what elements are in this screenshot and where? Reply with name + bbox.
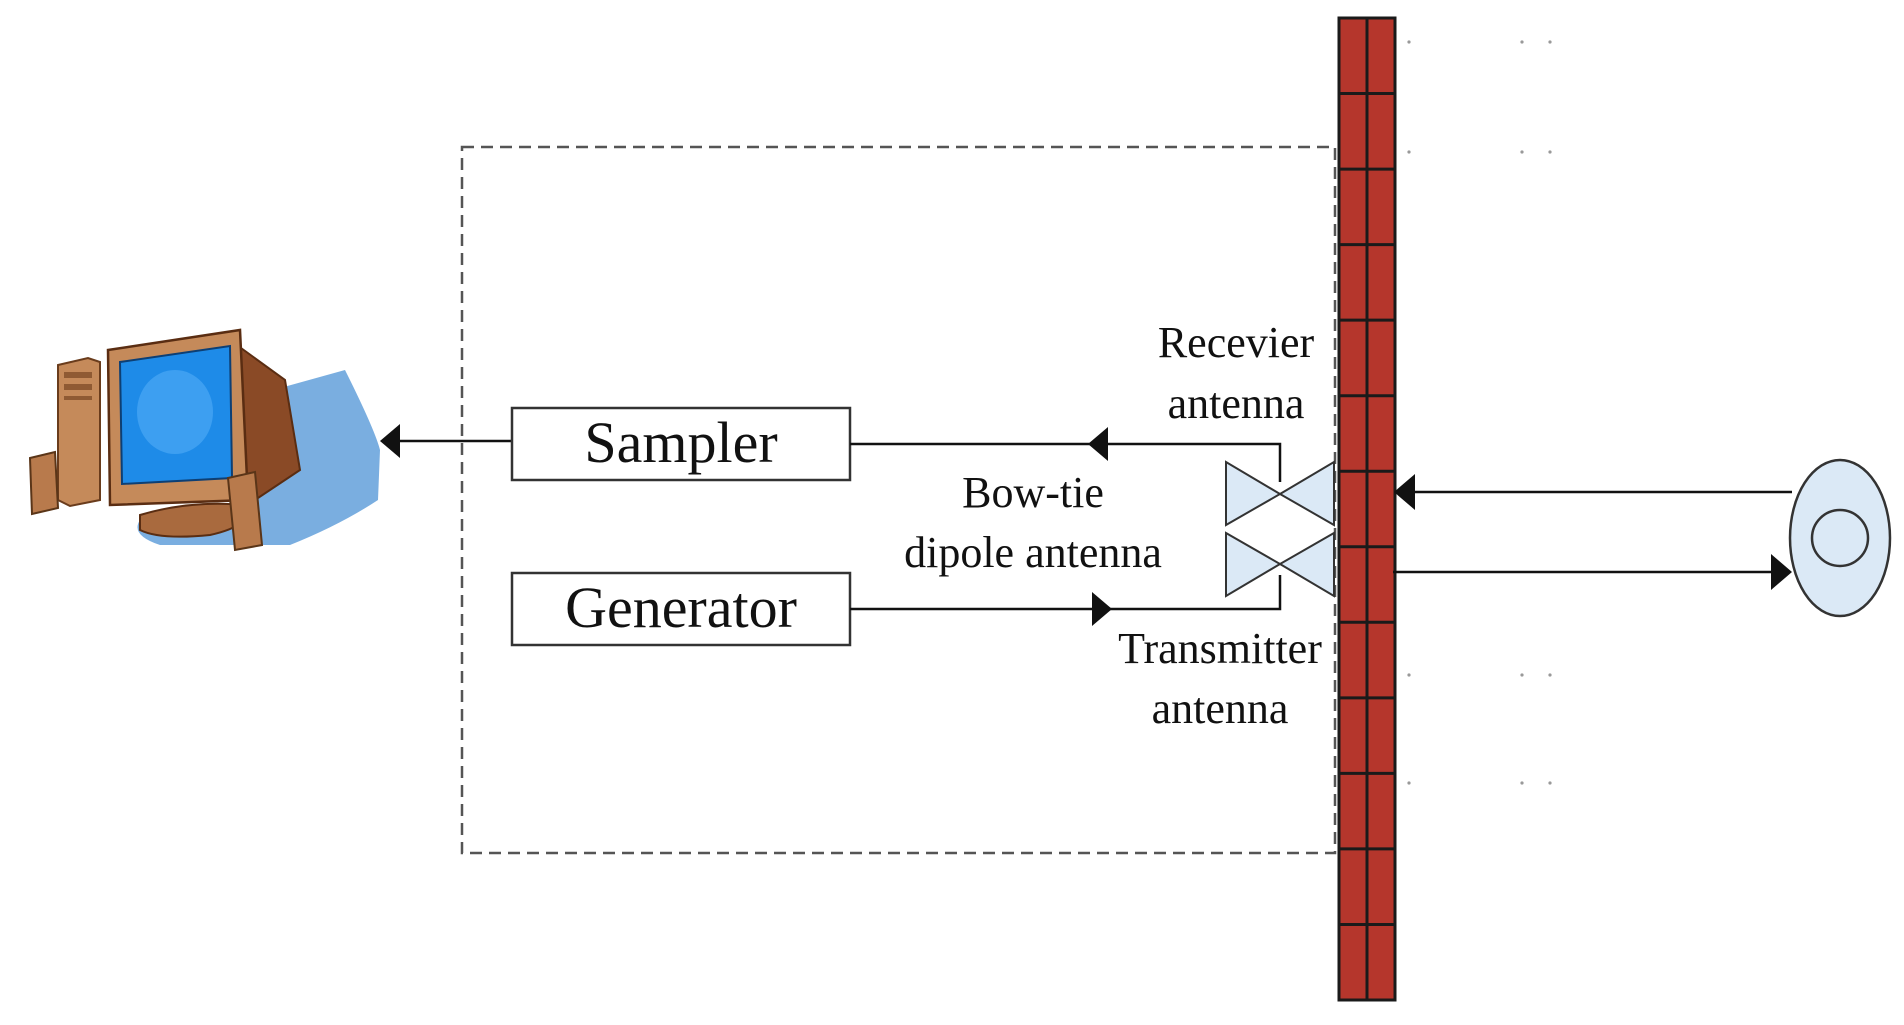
receiver-bowtie-antenna	[1225, 460, 1335, 527]
receiver-antenna-label-line2: antenna	[1168, 379, 1305, 428]
transmitter-arrowhead	[1092, 592, 1112, 626]
receiver-arrowhead	[1088, 427, 1108, 461]
transmitter-bowtie-antenna	[1225, 531, 1335, 598]
transmitter-antenna-label-line1: Transmitter	[1118, 624, 1322, 673]
bowtie-label-line1: Bow-tie	[962, 468, 1104, 517]
transmitter-antenna-label-line2: antenna	[1152, 684, 1289, 733]
sampler-label: Sampler	[584, 410, 777, 475]
receiver-line	[850, 442, 1282, 482]
bowtie-label-line2: dipole antenna	[904, 528, 1162, 577]
transmitter-line	[850, 575, 1282, 611]
target-arrowhead	[1771, 554, 1792, 590]
radar-system-boundary	[460, 145, 1337, 855]
computer-arrowhead	[380, 424, 400, 458]
dotted-markers	[1407, 40, 1552, 785]
generator-block	[510, 571, 852, 647]
reflection-arrowhead	[1394, 474, 1415, 510]
receiver-antenna-label-line1: Recevier	[1158, 318, 1315, 367]
generator-label: Generator	[565, 575, 797, 640]
brick-wall	[1337, 16, 1397, 1002]
computer-icon	[28, 328, 380, 552]
target-icon	[1788, 458, 1892, 618]
